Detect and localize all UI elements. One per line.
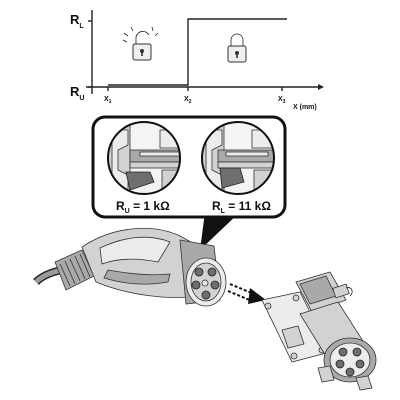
- resistance-step-curve: [108, 18, 287, 86]
- x-axis-arrowhead: [318, 84, 324, 90]
- callout-label-ru: RU = 1 kΩ: [116, 199, 170, 215]
- callout-label-rl: RL = 11 kΩ: [212, 199, 271, 215]
- unlocked-padlock-icon: [122, 26, 159, 61]
- x-axis-label: X (mm): [293, 104, 317, 111]
- callout-pointer: [200, 212, 240, 250]
- vehicle-inlet-socket: [261, 271, 377, 391]
- contact-callout: RU = 1 kΩ RL = 11 kΩ: [91, 115, 287, 250]
- x-tick-label-2: X2: [184, 96, 192, 105]
- charging-plug: [33, 227, 227, 307]
- unplug-direction-arrow: [227, 283, 266, 304]
- x-tick-label-1: X1: [104, 96, 112, 105]
- y-label-ru: RU: [70, 84, 84, 102]
- y-label-rl: RL: [70, 12, 84, 30]
- magnifier-locked: [201, 121, 275, 195]
- locked-padlock-icon: [227, 33, 247, 63]
- x-tick-label-3: X3: [278, 96, 286, 105]
- resistance-graph: RL RU X1 X2 X3 X (mm): [70, 10, 324, 111]
